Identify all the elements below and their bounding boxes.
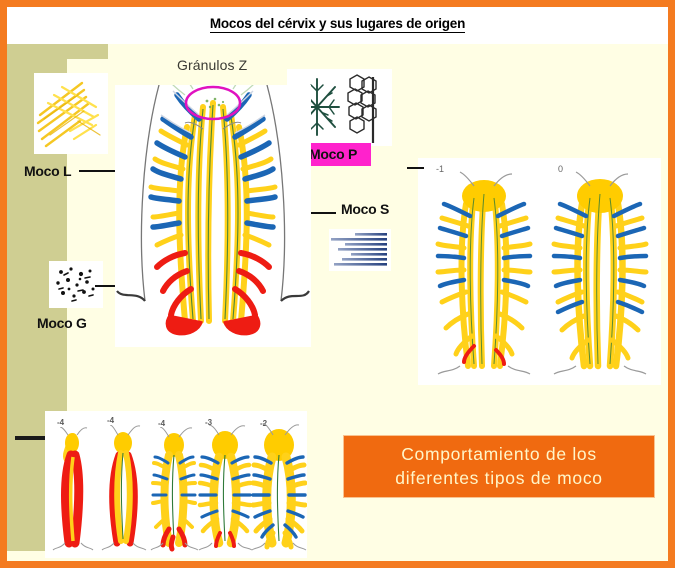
leader-line-right-panel (407, 167, 424, 169)
progression-number-2: -4 (107, 416, 115, 425)
page-title: Mocos del cérvix y sus lugares de origen (7, 16, 668, 33)
page-title-text: Mocos del cérvix y sus lugares de origen (209, 16, 466, 33)
cervix-stage-comparison-panel: -1 0 (418, 158, 661, 385)
cervix-main-diagram-panel (115, 85, 311, 347)
progression-stage-4 (197, 425, 253, 551)
progression-number-3: -4 (158, 419, 166, 428)
label-granulos-z: Gránulos Z (177, 57, 248, 73)
title-band (7, 7, 668, 44)
mucus-progression-panel: -4 -4 -4 -3 -2 (45, 411, 307, 558)
moco-g-sample-panel (49, 261, 103, 308)
honeycomb-chain-icon (347, 74, 377, 143)
progression-stage-5 (251, 423, 307, 551)
label-moco-l: Moco L (24, 163, 72, 179)
granule-dots-icon (56, 267, 95, 302)
label-moco-g: Moco G (37, 315, 87, 331)
progression-stage-3 (150, 427, 199, 552)
progression-stage-1 (52, 427, 94, 551)
cervix-stage-diagram-1 (435, 171, 533, 375)
caption-line-2: diferentes tipos de moco (395, 467, 603, 488)
fern-crystal-icon (36, 81, 101, 148)
progression-number-4: -3 (205, 418, 213, 427)
progression-stage-2 (101, 425, 147, 551)
progression-number-1: -4 (57, 418, 65, 427)
caption-box: Comportamiento de los diferentes tipos d… (344, 436, 654, 497)
stage-number-1: -1 (436, 164, 445, 174)
label-moco-p: Moco P (299, 143, 371, 166)
moco-s-sample-panel (329, 229, 391, 271)
caption-line-1: Comportamiento de los (401, 443, 597, 464)
parallel-strands-icon (331, 233, 387, 266)
moco-l-sample-panel (34, 73, 108, 154)
cervix-stage-diagram-2 (551, 171, 649, 375)
stage-number-2: 0 (558, 164, 564, 174)
label-moco-s: Moco S (341, 201, 389, 217)
cervix-crypt-diagram (116, 85, 310, 336)
sidebar-tick-mark (15, 436, 48, 440)
